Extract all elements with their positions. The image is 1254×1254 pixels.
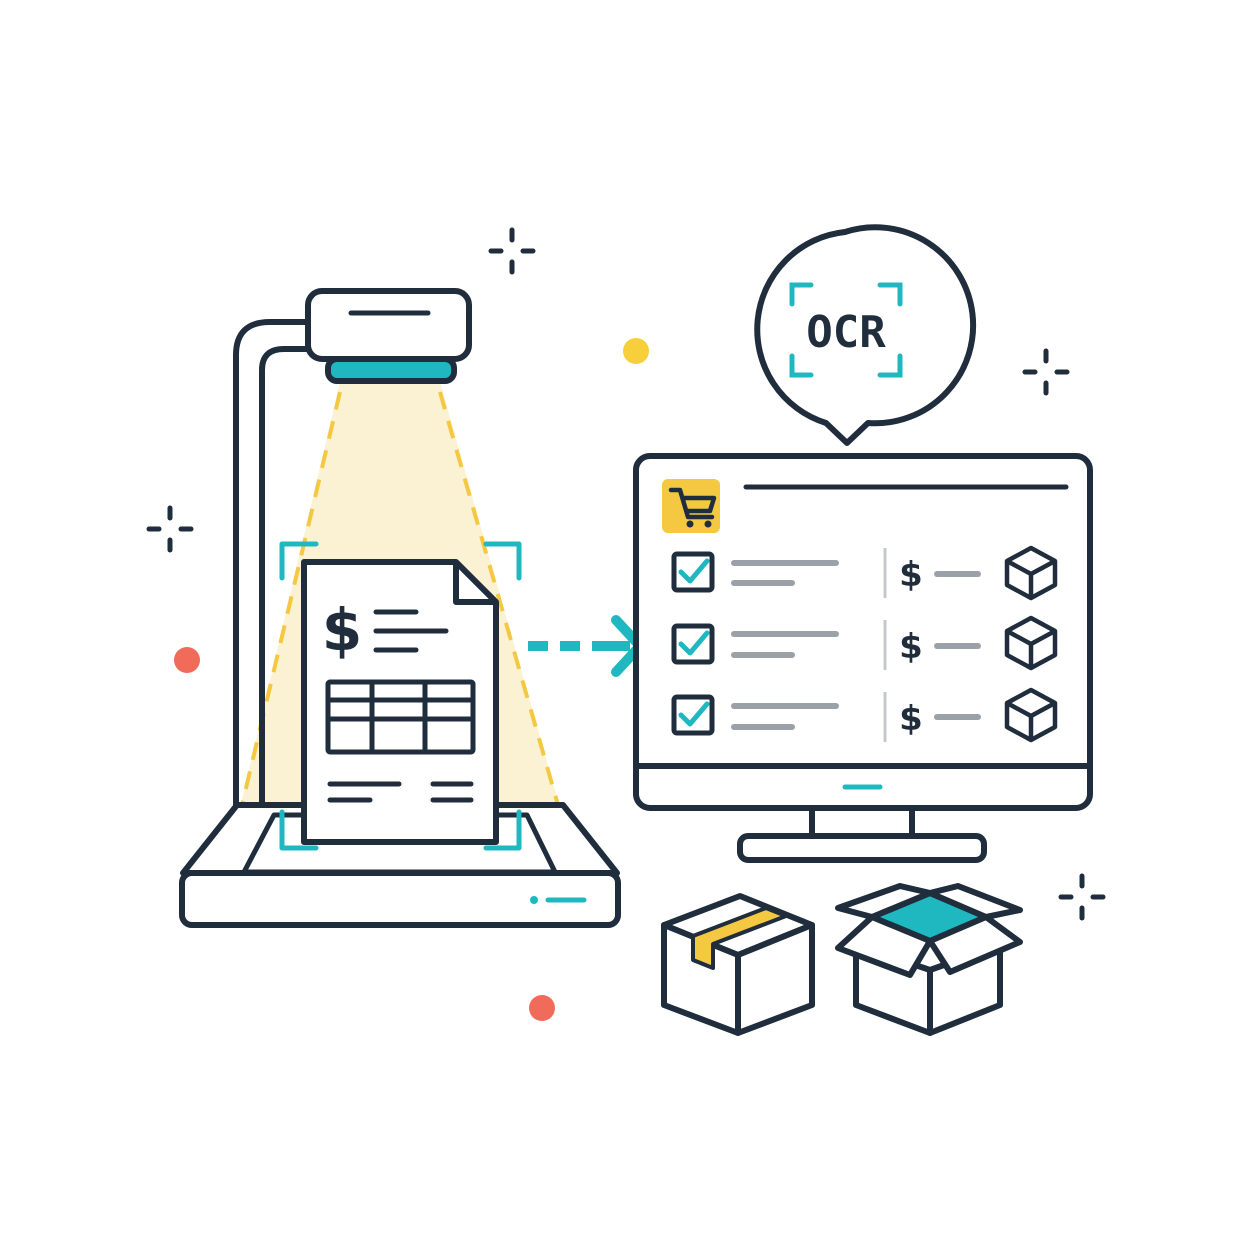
product-box-icon [1004, 615, 1058, 671]
list-item: $ [671, 545, 1058, 601]
closed-package-icon [661, 893, 815, 1036]
product-box-icon [1004, 545, 1058, 601]
list-item: $ [671, 687, 1058, 743]
scan-frame-corners [279, 541, 522, 851]
ocr-speech-bubble: OCR [754, 224, 977, 446]
shopping-cart-icon [662, 479, 720, 533]
sparkle-icon [488, 227, 536, 275]
row-price-symbol: $ [899, 555, 923, 595]
scanner-lens [325, 356, 457, 384]
invoice-table [325, 679, 476, 755]
row-price-symbol: $ [899, 627, 923, 667]
sparkle-icon [1022, 348, 1070, 396]
document-scanner: $ [179, 288, 621, 928]
invoice-document: $ [301, 559, 499, 845]
row-price-symbol: $ [899, 699, 923, 739]
invoice-dollar-sign: $ [322, 596, 362, 664]
scanner-indicator-light [530, 896, 538, 904]
scanner-arm [233, 319, 315, 811]
dashed-arrow-right-icon [528, 615, 647, 677]
decorative-dot [174, 647, 200, 673]
open-package-icon [835, 883, 1023, 1036]
ocr-label: OCR [806, 307, 886, 358]
scanner-base [179, 870, 621, 928]
monitor-stand [737, 833, 987, 863]
beam-edge-left [240, 391, 342, 806]
product-box-icon [1004, 687, 1058, 743]
monitor-neck [809, 805, 915, 839]
sparkle-icon [1058, 873, 1106, 921]
list-item: $ [671, 615, 1058, 671]
beam-edge-right [438, 391, 560, 806]
package-tape [691, 906, 788, 970]
sparkle-icon [146, 505, 194, 553]
scanner-camera-head [305, 288, 472, 362]
decorative-dot [623, 338, 649, 364]
decorative-dot [529, 995, 555, 1021]
computer-monitor: $ $ $ [633, 453, 1093, 863]
